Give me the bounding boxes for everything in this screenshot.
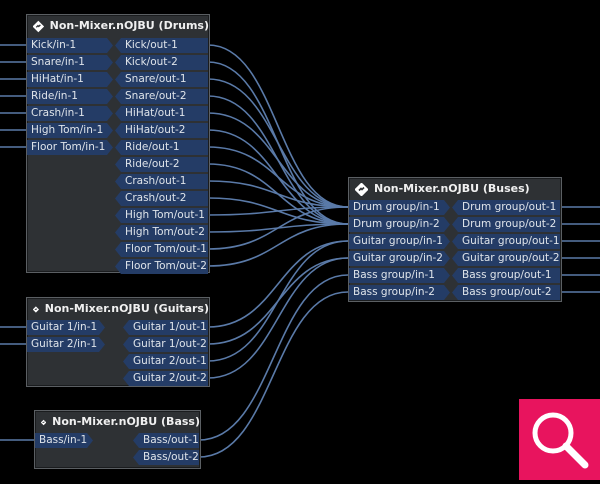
port-out-crash-2[interactable]: Crash/out-2 <box>115 191 208 206</box>
port-out-ride-1[interactable]: Ride/out-1 <box>115 140 208 155</box>
port-in-bass-group-2[interactable]: Bass group/in-2 <box>349 285 450 300</box>
connection-wire <box>207 146 349 208</box>
port-in-snare-1[interactable]: Snare/in-1 <box>27 55 113 70</box>
port-in-guitar-2[interactable]: Guitar 2/in-1 <box>27 337 105 352</box>
port-in-bass-group-1[interactable]: Bass group/in-1 <box>349 268 450 283</box>
node-icon <box>41 419 47 425</box>
node-drums-title-bar[interactable]: Non-Mixer.nOJBU (Drums) <box>27 15 209 37</box>
port-out-guitar-group-2[interactable]: Guitar group/out-2 <box>452 251 560 266</box>
node-bass-title-bar[interactable]: Non-Mixer.nOJBU (Bass) <box>35 411 200 433</box>
port-out-floor-tom-1[interactable]: Floor Tom/out-1 <box>115 242 208 257</box>
port-in-hihat-1[interactable]: HiHat/in-1 <box>27 72 113 87</box>
connection-wire <box>207 44 349 208</box>
port-out-kick-2[interactable]: Kick/out-2 <box>115 55 208 70</box>
port-in-high-tom-1[interactable]: High Tom/in-1 <box>27 123 113 138</box>
port-out-guitar-2-1[interactable]: Guitar 2/out-1 <box>123 354 208 369</box>
connection-wire <box>198 291 349 458</box>
node-bass[interactable]: Non-Mixer.nOJBU (Bass) Bass/in-1 Bass/ou… <box>34 410 201 469</box>
node-drums-title: Non-Mixer.nOJBU (Drums) <box>49 19 209 32</box>
port-out-high-tom-1[interactable]: High Tom/out-1 <box>115 208 208 223</box>
node-guitars-title-bar[interactable]: Non-Mixer.nOJBU (Guitars) <box>27 298 209 320</box>
port-in-bass-1[interactable]: Bass/in-1 <box>35 433 93 448</box>
port-in-crash-1[interactable]: Crash/in-1 <box>27 106 113 121</box>
port-out-guitar-group-1[interactable]: Guitar group/out-1 <box>452 234 560 249</box>
connection-wire <box>207 223 349 267</box>
node-icon <box>33 20 44 32</box>
node-guitars-title: Non-Mixer.nOJBU (Guitars) <box>44 302 209 315</box>
node-bass-title: Non-Mixer.nOJBU (Bass) <box>52 415 200 428</box>
search-icon <box>532 412 589 469</box>
port-out-guitar-2-2[interactable]: Guitar 2/out-2 <box>123 371 208 386</box>
port-out-hihat-2[interactable]: HiHat/out-2 <box>115 123 208 138</box>
node-icon <box>355 182 368 196</box>
port-out-snare-2[interactable]: Snare/out-2 <box>115 89 208 104</box>
port-in-guitar-group-1[interactable]: Guitar group/in-1 <box>349 234 450 249</box>
port-in-ride-1[interactable]: Ride/in-1 <box>27 89 113 104</box>
node-buses-title: Non-Mixer.nOJBU (Buses) <box>374 182 530 195</box>
connection-wire <box>207 78 349 208</box>
port-in-drum-group-2[interactable]: Drum group/in-2 <box>349 217 450 232</box>
port-out-drum-group-1[interactable]: Drum group/out-1 <box>452 200 560 215</box>
connection-wire <box>207 180 349 208</box>
port-out-kick-1[interactable]: Kick/out-1 <box>115 38 208 53</box>
search-button[interactable] <box>519 399 600 480</box>
node-buses-title-bar[interactable]: Non-Mixer.nOJBU (Buses) <box>349 178 561 200</box>
port-out-bass-2[interactable]: Bass/out-2 <box>133 450 199 465</box>
port-out-drum-group-2[interactable]: Drum group/out-2 <box>452 217 560 232</box>
connection-wire <box>198 274 349 441</box>
port-out-bass-group-1[interactable]: Bass group/out-1 <box>452 268 560 283</box>
port-out-high-tom-2[interactable]: High Tom/out-2 <box>115 225 208 240</box>
port-out-floor-tom-2[interactable]: Floor Tom/out-2 <box>115 259 208 274</box>
node-guitars[interactable]: Non-Mixer.nOJBU (Guitars) Guitar 1/in-1 … <box>26 297 210 387</box>
port-out-hihat-1[interactable]: HiHat/out-1 <box>115 106 208 121</box>
connection-wire <box>207 206 349 216</box>
node-drums[interactable]: Non-Mixer.nOJBU (Drums) Kick/in-1 Snare/… <box>26 14 210 274</box>
port-in-floor-tom-1[interactable]: Floor Tom/in-1 <box>27 140 113 155</box>
connection-wire <box>207 240 349 362</box>
port-in-drum-group-1[interactable]: Drum group/in-1 <box>349 200 450 215</box>
node-icon <box>33 305 39 313</box>
port-out-bass-1[interactable]: Bass/out-1 <box>133 433 199 448</box>
port-in-kick-1[interactable]: Kick/in-1 <box>27 38 113 53</box>
port-out-ride-2[interactable]: Ride/out-2 <box>115 157 208 172</box>
port-out-guitar-1-2[interactable]: Guitar 1/out-2 <box>123 337 208 352</box>
port-out-snare-1[interactable]: Snare/out-1 <box>115 72 208 87</box>
port-in-guitar-1[interactable]: Guitar 1/in-1 <box>27 320 105 335</box>
node-buses[interactable]: Non-Mixer.nOJBU (Buses) Drum group/in-1 … <box>348 177 562 302</box>
port-out-bass-group-2[interactable]: Bass group/out-2 <box>452 285 560 300</box>
connection-wire <box>207 257 349 379</box>
connection-wire <box>207 240 349 328</box>
port-out-guitar-1-1[interactable]: Guitar 1/out-1 <box>123 320 208 335</box>
connection-wire <box>207 112 349 208</box>
port-in-guitar-group-2[interactable]: Guitar group/in-2 <box>349 251 450 266</box>
port-out-crash-1[interactable]: Crash/out-1 <box>115 174 208 189</box>
connection-wire <box>207 206 349 250</box>
